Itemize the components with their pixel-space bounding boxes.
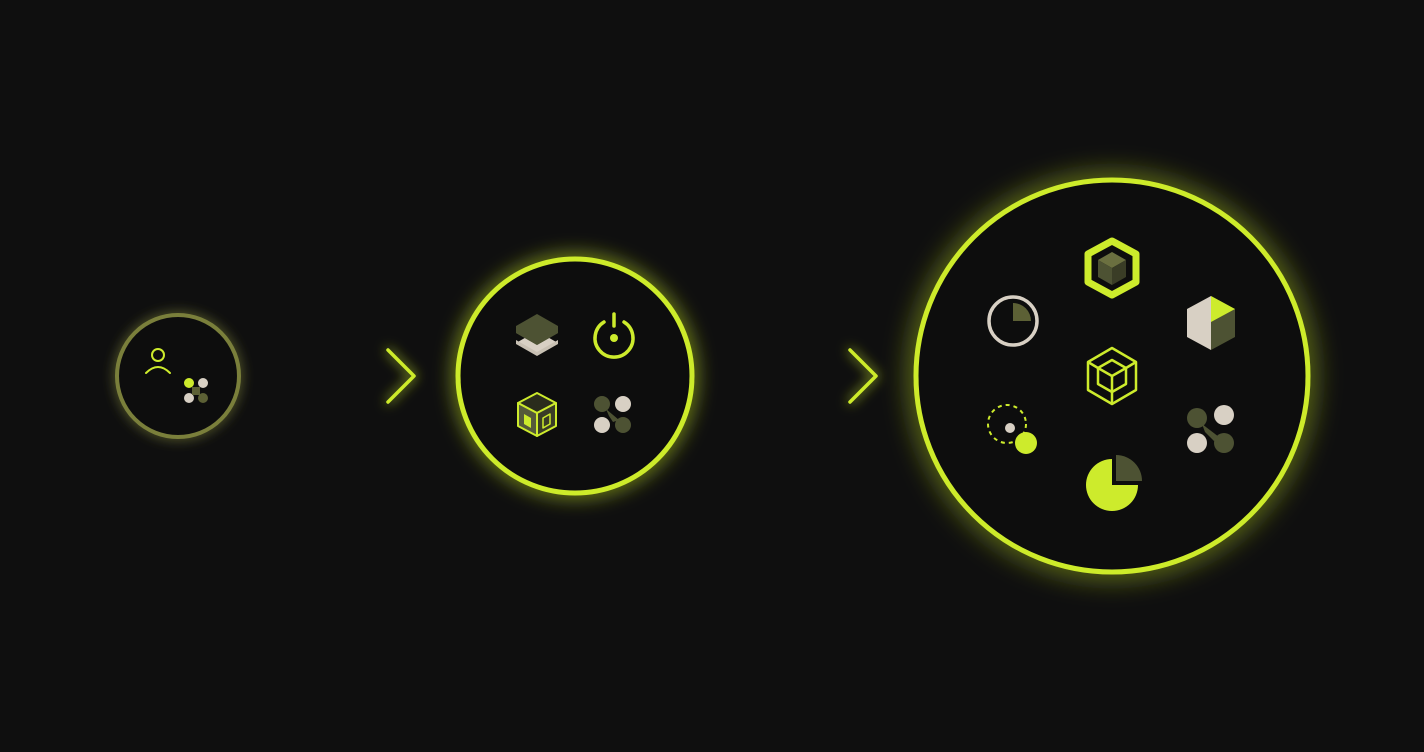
stage-medium-ring [455, 256, 695, 496]
quarter-circle-icon [987, 295, 1039, 347]
hexagon-cube-icon [1084, 237, 1140, 299]
stage-small-ring [115, 313, 241, 439]
cluster-dots-icon [1187, 405, 1234, 453]
half-hexagon-icon [1187, 296, 1235, 350]
orbit-dots-icon [987, 404, 1037, 454]
box-icon [517, 392, 557, 437]
stage-small [115, 313, 241, 439]
stage-medium [455, 256, 695, 496]
arrow-medium-to-large [720, 348, 878, 404]
cluster-dots-icon [184, 378, 208, 403]
cluster-dots-icon [594, 396, 631, 433]
cube-outline-icon [1086, 346, 1138, 406]
pie-chart-icon [1086, 455, 1142, 511]
user-icon [145, 348, 171, 374]
power-icon [593, 312, 635, 359]
layers-icon [516, 314, 558, 356]
arrow-small-to-medium [258, 348, 416, 404]
stage-large [913, 177, 1311, 575]
